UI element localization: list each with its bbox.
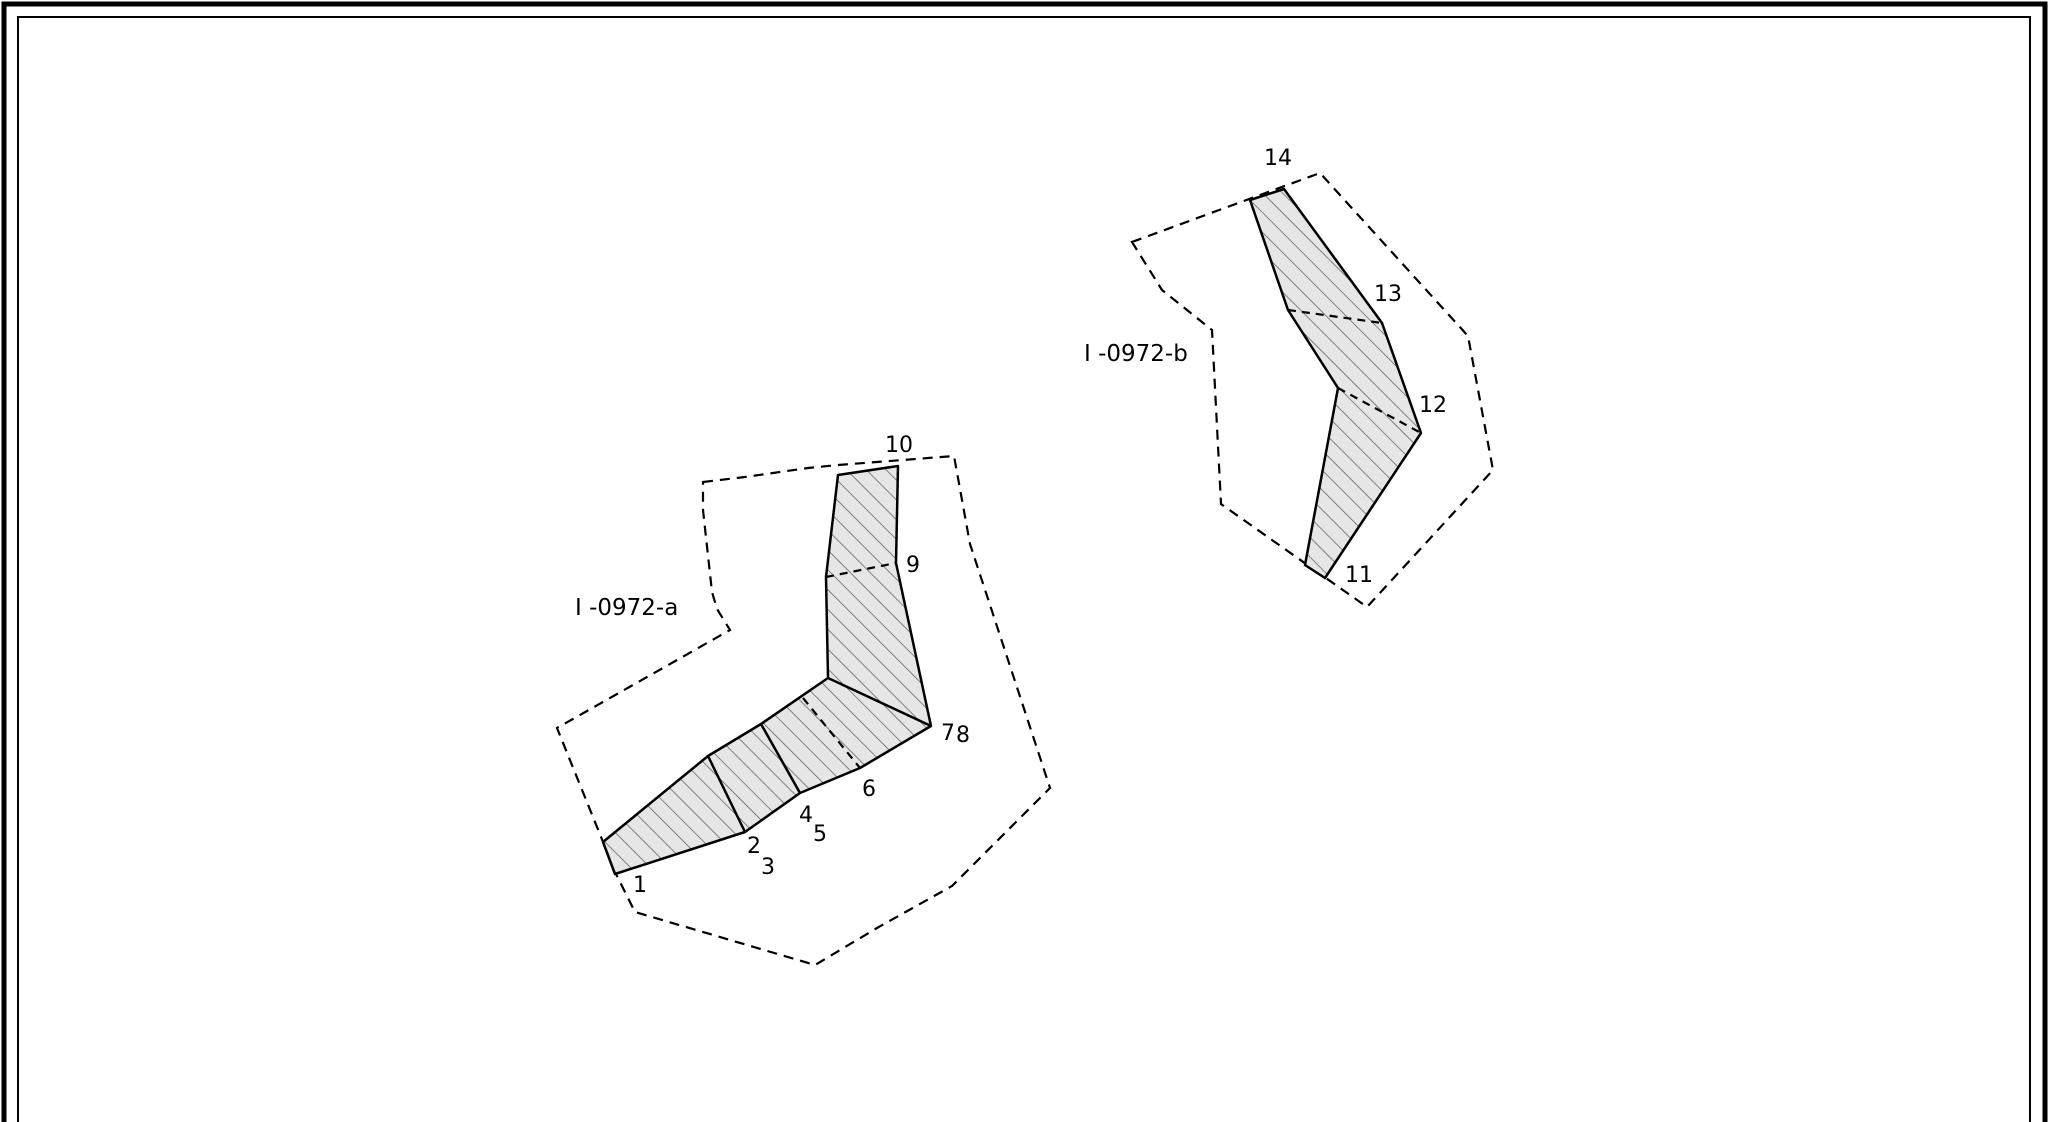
parcel-a-boundary — [555, 454, 1052, 967]
point-label-14: 14 — [1264, 146, 1292, 171]
point-label-5: 5 — [813, 822, 827, 847]
parcel-a-dashed-divisions — [802, 561, 897, 769]
point-label-12: 12 — [1419, 393, 1447, 418]
parcel-a-point-labels: 1 2 3 4 5 6 7 8 9 10 — [633, 433, 970, 898]
point-label-2: 2 — [747, 834, 761, 859]
parcel-b-hatched-area — [1248, 187, 1423, 580]
point-label-7: 7 — [941, 721, 955, 746]
point-label-9: 9 — [906, 553, 920, 578]
point-label-8: 8 — [956, 723, 970, 748]
parcel-b: 11 12 13 14 I -0972-b — [1084, 146, 1495, 609]
parcel-b-point-labels: 11 12 13 14 — [1264, 146, 1447, 588]
point-label-11: 11 — [1345, 563, 1373, 588]
point-label-6: 6 — [862, 777, 876, 802]
point-label-13: 13 — [1374, 282, 1402, 307]
point-label-1: 1 — [633, 873, 647, 898]
point-label-4: 4 — [799, 803, 813, 828]
parcel-b-dashed-divisions — [1287, 308, 1422, 434]
parcel-a-label: I -0972-a — [575, 595, 678, 621]
point-label-3: 3 — [761, 855, 775, 880]
parcel-a: 1 2 3 4 5 6 7 8 9 10 I -0972-a — [555, 433, 1052, 967]
point-label-10: 10 — [885, 433, 913, 458]
parcel-b-label: I -0972-b — [1084, 341, 1188, 367]
parcel-b-boundary — [1130, 171, 1495, 609]
parcel-a-division-lines — [706, 676, 932, 833]
parcel-a-hatched-area — [601, 464, 933, 876]
